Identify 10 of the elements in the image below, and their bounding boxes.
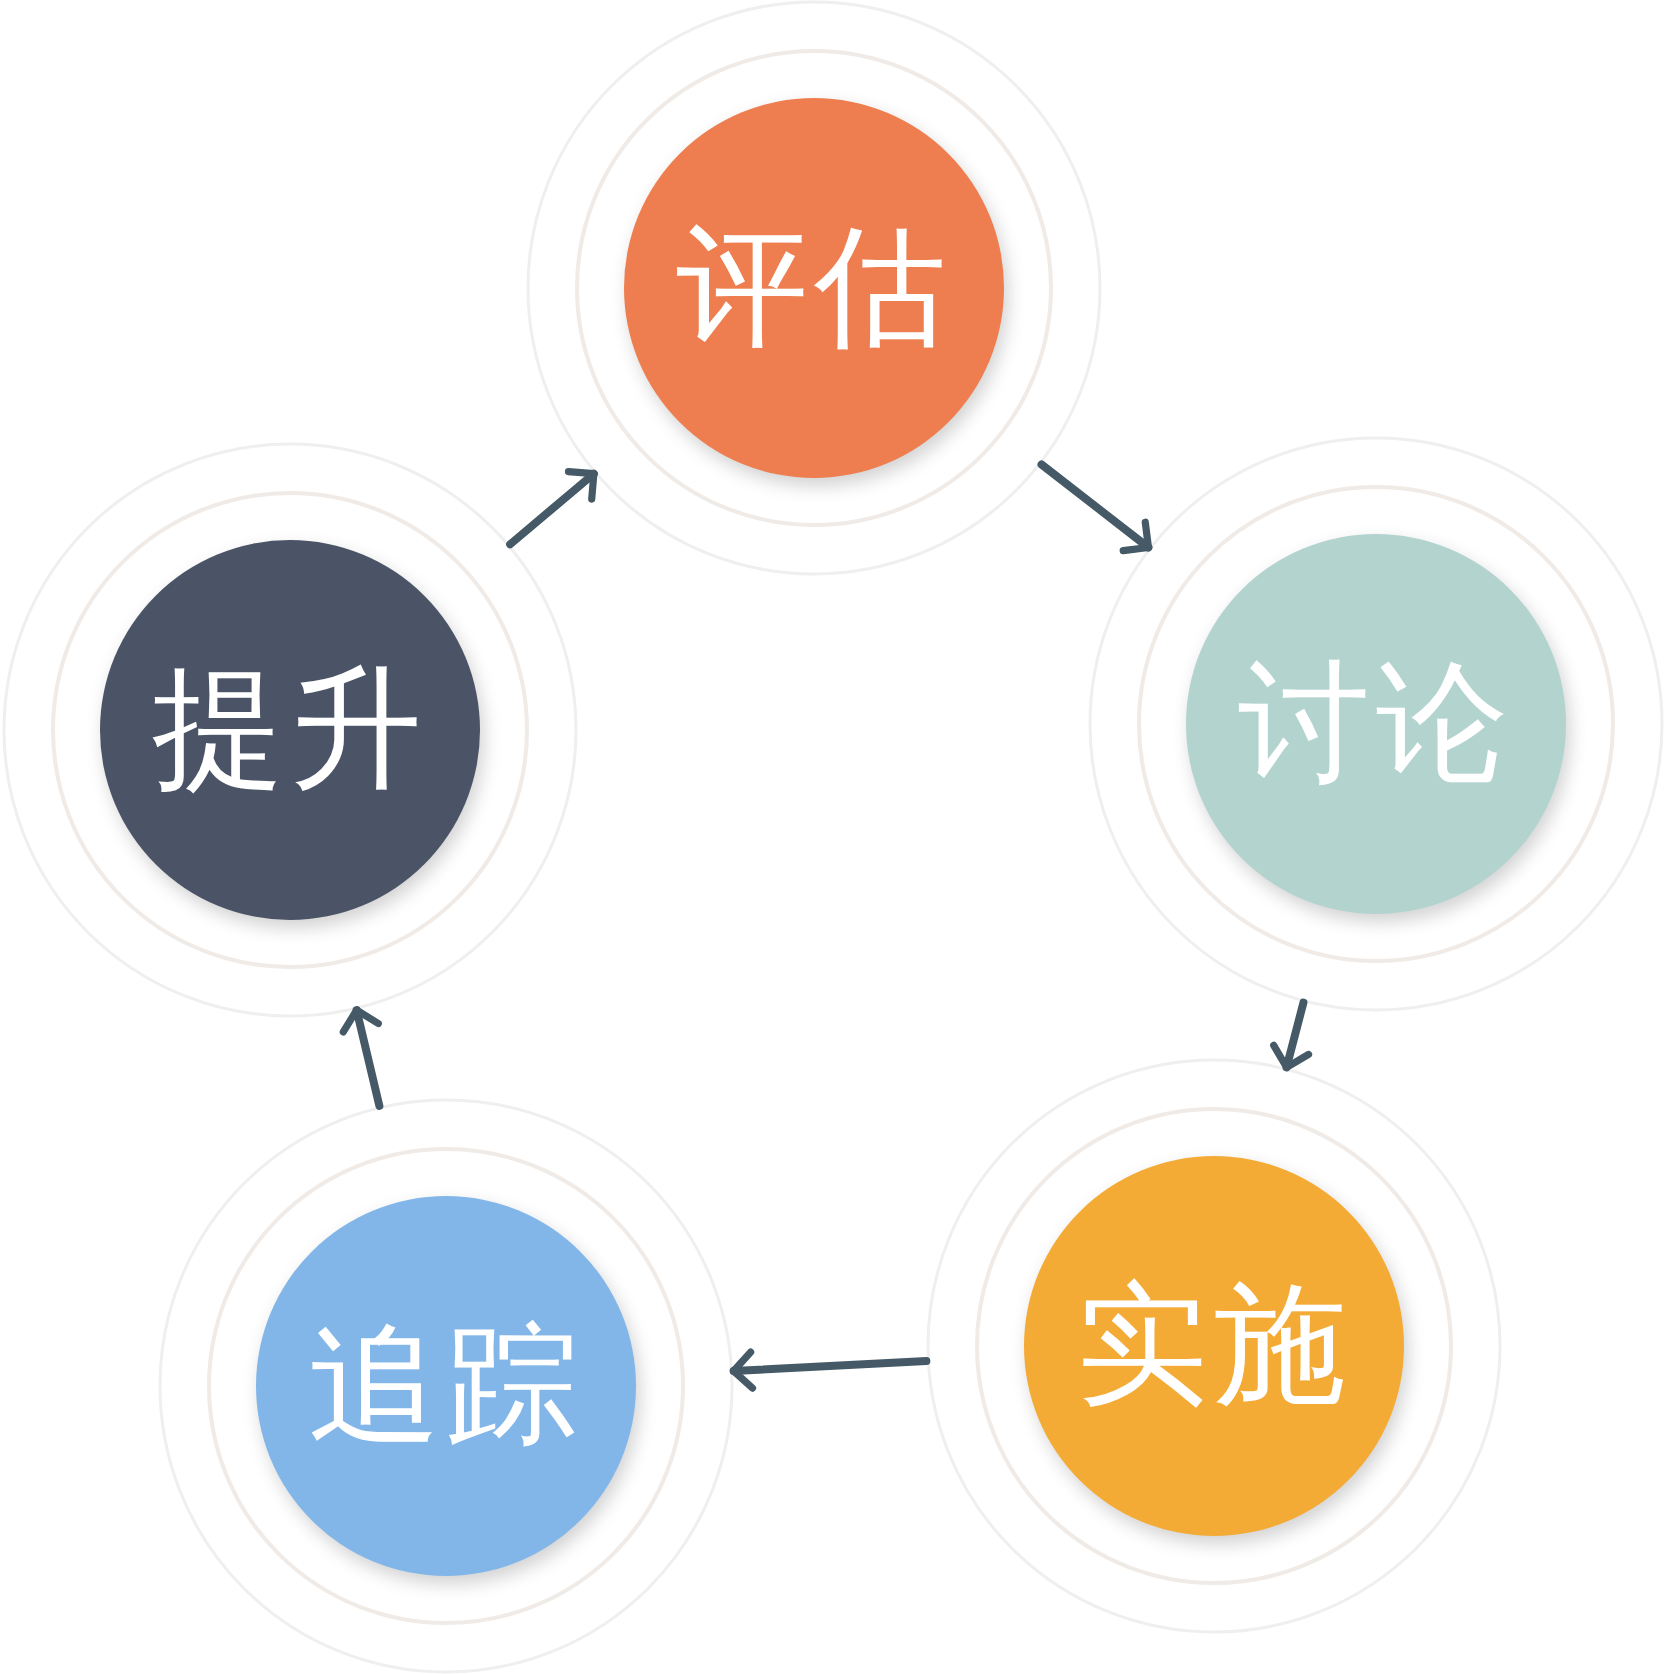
arrow (729, 1348, 931, 1392)
arrow (506, 467, 598, 549)
stage-label: 提升 (152, 650, 428, 807)
stage-label: 讨论 (1238, 644, 1514, 801)
arrow (1270, 998, 1313, 1072)
stage-label: 追踪 (308, 1306, 584, 1463)
arrow (339, 1006, 384, 1110)
stage-label: 实施 (1076, 1266, 1352, 1423)
stage-label: 评估 (676, 208, 952, 365)
arrow (1037, 460, 1153, 555)
